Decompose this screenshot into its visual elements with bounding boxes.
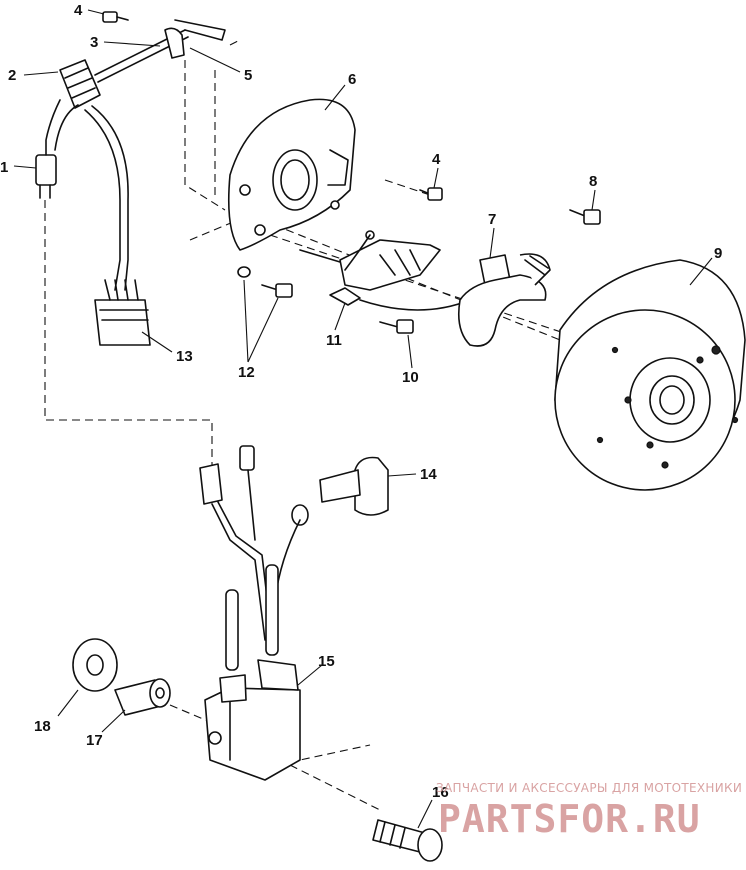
pickup-coil [457,253,551,347]
ignition-coil [204,564,301,781]
leader-lines [13,9,713,829]
wiring-harness [54,104,129,291]
flywheel [554,259,746,491]
callout-1: 1 [0,159,8,176]
callout-9: 9 [714,245,722,262]
callout-15: 15 [318,653,335,670]
screw-small-top [102,11,129,23]
callout-8: 8 [589,173,597,190]
spark-plug-cap [291,456,389,526]
callout-13: 13 [176,348,193,365]
watermark-logo: PARTSFOR.RU [438,797,701,841]
screw-small-middle [419,187,443,201]
connector-plug [35,99,61,199]
spacer-bushing [114,678,171,716]
callout-16: 16 [432,784,449,801]
callout-10: 10 [402,369,419,386]
ignition-connectors [199,445,301,641]
callout-7: 7 [488,211,496,228]
screw-pickup [569,209,601,225]
lighting-coil [299,230,491,311]
callout-4-middle: 4 [432,151,441,168]
callout-5: 5 [244,67,252,84]
callout-12: 12 [238,364,255,381]
watermark: ЗАПЧАСТИ И АКСЕССУАРЫ ДЛЯ МОТОТЕХНИКИ PA… [436,781,742,841]
harness-connector [94,279,151,346]
callout-3: 3 [90,34,98,51]
flat-washer [72,638,118,692]
screw-coil [379,319,414,334]
callout-11: 11 [326,332,342,349]
clamp [164,27,185,59]
washer-and-screw [237,266,293,298]
callout-6: 6 [348,71,356,88]
voltage-regulator [59,59,101,109]
callout-labels: 1 2 3 4 5 6 4 8 7 9 11 12 13 10 14 15 18… [0,2,722,801]
stator-plate [227,98,356,251]
callout-14: 14 [420,466,437,483]
callout-2: 2 [8,67,16,84]
callout-18: 18 [34,718,51,735]
cable-rod [94,19,226,83]
watermark-caption: ЗАПЧАСТИ И АКСЕССУАРЫ ДЛЯ МОТОТЕХНИКИ [436,781,742,795]
mounting-bolt [372,819,443,862]
callout-17: 17 [86,732,103,749]
callout-4-top: 4 [74,2,83,19]
